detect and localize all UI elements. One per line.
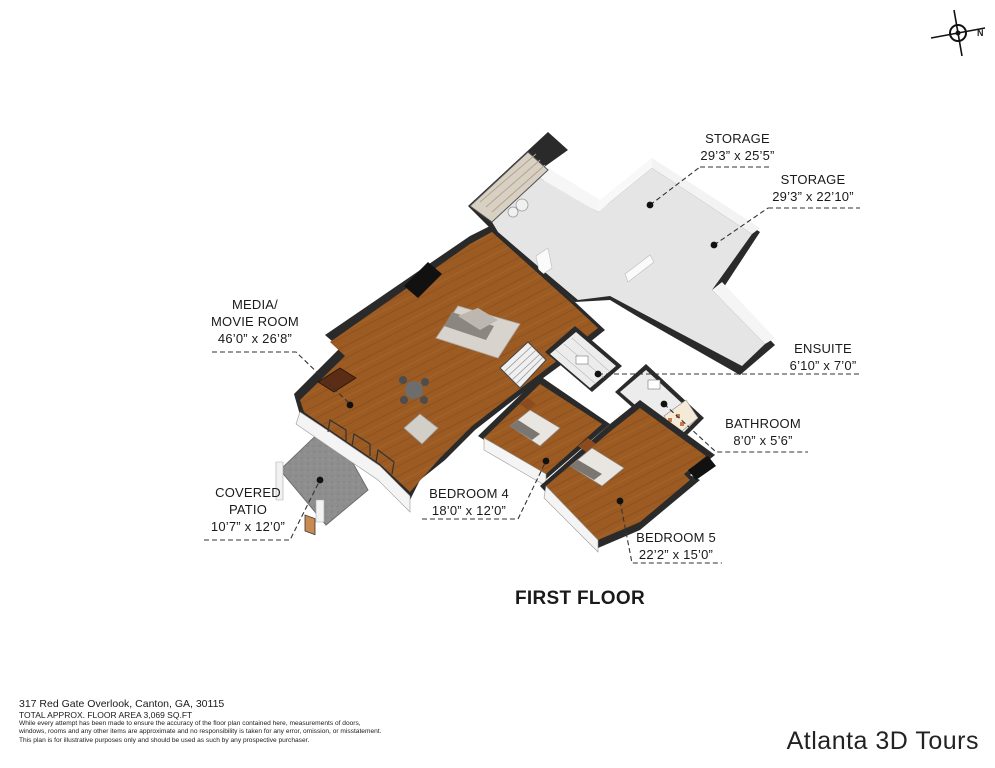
room-label-storage-1: STORAGE 29’3” x 25’5” <box>690 130 785 164</box>
room-name: COVERED <box>215 485 281 500</box>
room-markers <box>316 201 718 505</box>
room-name: MEDIA/ <box>232 297 278 312</box>
room-dimensions: 22’2” x 15’0” <box>638 547 714 562</box>
room-dimensions: 46’0” x 26’8” <box>217 331 293 346</box>
room-name: BATHROOM <box>725 416 801 431</box>
room-dimensions: 29’3” x 22’10” <box>772 189 854 204</box>
room-label-media: MEDIA/ MOVIE ROOM 46’0” x 26’8” <box>205 296 305 347</box>
room-dimensions: 6’10” x 7’0” <box>789 358 857 373</box>
media-room-area <box>294 226 605 536</box>
room-name: PATIO <box>228 502 268 517</box>
room-label-covered-patio: COVERED PATIO 10’7” x 12’0” <box>203 484 293 535</box>
room-label-bathroom: BATHROOM 8’0” x 5’6” <box>718 415 808 449</box>
compass-icon <box>930 9 986 57</box>
room-label-storage-2: STORAGE 29’3” x 22’10” <box>763 171 863 205</box>
bedroom-4-area <box>478 376 610 487</box>
property-address: 317 Red Gate Overlook, Canton, GA, 30115 <box>19 698 225 710</box>
disclaimer-line-2: windows, rooms and any other items are a… <box>19 728 382 736</box>
disclaimer-line-3: This plan is for illustrative purposes o… <box>19 736 310 744</box>
disclaimer-line-1: While every attempt has been made to ens… <box>19 720 361 727</box>
room-name: MOVIE ROOM <box>211 314 299 329</box>
room-dimensions: 18’0” x 12’0” <box>431 503 507 518</box>
room-dimensions: 29’3” x 25’5” <box>700 148 775 163</box>
room-name: ENSUITE <box>794 341 852 356</box>
room-name: BEDROOM 4 <box>429 486 509 501</box>
room-dimensions: 8’0” x 5’6” <box>733 433 793 448</box>
compass-north-label: N <box>977 28 984 38</box>
footer-info: 317 Red Gate Overlook, Canton, GA, 30115… <box>19 698 459 745</box>
room-name: STORAGE <box>705 131 770 146</box>
callout-lines <box>204 166 860 564</box>
room-label-ensuite: ENSUITE 6’10” x 7’0” <box>782 340 864 374</box>
brand-logo-text: Atlanta 3D Tours <box>786 727 979 755</box>
room-name: BEDROOM 5 <box>636 530 716 545</box>
room-dimensions: 10’7” x 12’0” <box>210 519 286 534</box>
floor-title: FIRST FLOOR <box>515 588 645 609</box>
room-name: STORAGE <box>780 172 846 187</box>
room-label-bedroom-4: BEDROOM 4 18’0” x 12’0” <box>420 485 518 519</box>
room-label-bedroom-5: BEDROOM 5 22’2” x 15’0” <box>628 529 724 563</box>
bedroom-5-area <box>540 400 716 553</box>
total-floor-area: TOTAL APPROX. FLOOR AREA 3,069 SQ.FT <box>19 710 193 720</box>
storage-areas <box>468 132 775 375</box>
covered-patio-area <box>275 421 369 526</box>
